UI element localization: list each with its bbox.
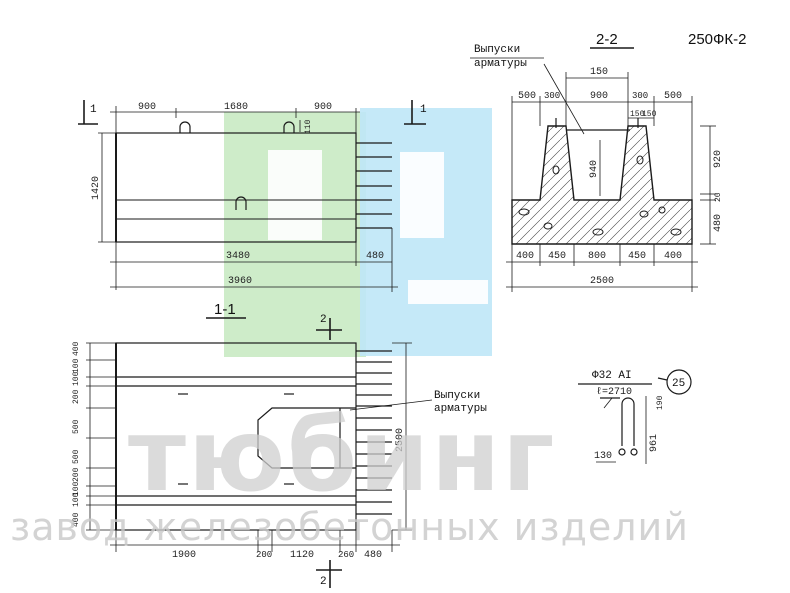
dim-22-inner: 940 xyxy=(589,160,600,178)
dim-22-bottom-1: 400 xyxy=(516,251,534,262)
dim-22-top: 150 xyxy=(590,67,608,78)
dim-left-7: 200 xyxy=(72,467,81,482)
rebar-dim-1: 190 xyxy=(656,395,665,410)
rebar-mark: 25 xyxy=(672,378,685,390)
section-1-1: 1-1 xyxy=(72,301,487,588)
dim-22-right-1: 920 xyxy=(713,150,724,168)
top-view: 1 1 900 1680 900 1420 110 3480 480 3960 xyxy=(78,100,427,292)
section-mark-1-right: 1 xyxy=(420,104,427,116)
watermark-tagline: завод железобетонных изделий xyxy=(10,505,689,549)
dim-left-4: 200 xyxy=(72,389,81,404)
dim-22-total: 2500 xyxy=(590,276,614,287)
dim-22-bottom-5: 400 xyxy=(664,251,682,262)
dim-total-top: 3960 xyxy=(228,276,252,287)
rebar-length: ℓ=2710 xyxy=(596,387,632,398)
watermark-brand: тюбинг xyxy=(128,397,556,514)
section-2-2-label: 2-2 xyxy=(596,31,618,48)
section-mark-1-left: 1 xyxy=(90,104,97,116)
rebar-detail: Ф32 АI ℓ=2710 25 190 961 130 xyxy=(578,369,692,464)
section-mark-2-top: 2 xyxy=(320,314,327,326)
dim-left-6: 500 xyxy=(72,449,81,464)
callout-rebar-1: Выпуски xyxy=(434,390,480,402)
rebar-dim-2: 961 xyxy=(649,434,660,452)
dim-left-8: 100 xyxy=(72,481,81,496)
dim-22-small-1: 150 xyxy=(630,110,645,119)
section-1-1-label: 1-1 xyxy=(214,301,236,318)
dim-22-bottom-4: 450 xyxy=(628,251,646,262)
dim-22-bottom-2: 450 xyxy=(548,251,566,262)
dim-top-3: 900 xyxy=(314,102,332,113)
dim-22-e: 500 xyxy=(664,91,682,102)
callout-rebar-top-2: арматуры xyxy=(474,58,527,70)
section-2-2: 2-2 xyxy=(470,31,724,292)
dim-bottom-b: 200 xyxy=(256,550,272,560)
dim-bottom-c: 1120 xyxy=(290,550,314,561)
dim-22-c: 900 xyxy=(590,91,608,102)
dim-left-height: 1420 xyxy=(91,176,102,200)
dim-bottom-a: 1900 xyxy=(172,550,196,561)
dim-22-b: 300 xyxy=(544,91,560,101)
dim-top-2: 1680 xyxy=(224,102,248,113)
drawing-title: 250ФК-2 xyxy=(688,31,747,48)
dim-small: 110 xyxy=(304,119,313,134)
rebar-dim-3: 130 xyxy=(594,451,612,462)
dim-left-1: 400 xyxy=(72,341,81,356)
dim-left-2: 100 xyxy=(72,358,81,373)
dim-bottom-d: 260 xyxy=(338,550,354,560)
section-mark-2-bottom: 2 xyxy=(320,576,327,588)
callout-rebar-2: арматуры xyxy=(434,403,487,415)
dim-22-small-2: 150 xyxy=(642,110,657,119)
dim-top-1: 900 xyxy=(138,102,156,113)
dim-22-right-3: 480 xyxy=(713,214,724,232)
callout-rebar-top-1: Выпуски xyxy=(474,44,520,56)
dim-22-a: 500 xyxy=(518,91,536,102)
dim-left-5: 500 xyxy=(72,419,81,434)
dim-left-10: 400 xyxy=(72,512,81,527)
dim-22-bottom-3: 800 xyxy=(588,251,606,262)
dim-right-height: 2500 xyxy=(395,428,406,452)
logo-mark xyxy=(224,108,492,357)
dim-22-d: 300 xyxy=(632,91,648,101)
dim-bottom-e: 480 xyxy=(364,550,382,561)
dim-left-9: 100 xyxy=(72,492,81,507)
rebar-spec: Ф32 АI xyxy=(592,370,632,382)
dim-bottom-2: 480 xyxy=(366,251,384,262)
dim-bottom-1: 3480 xyxy=(226,251,250,262)
dim-left-3: 100 xyxy=(72,371,81,386)
dim-22-right-2: 20 xyxy=(714,192,723,202)
